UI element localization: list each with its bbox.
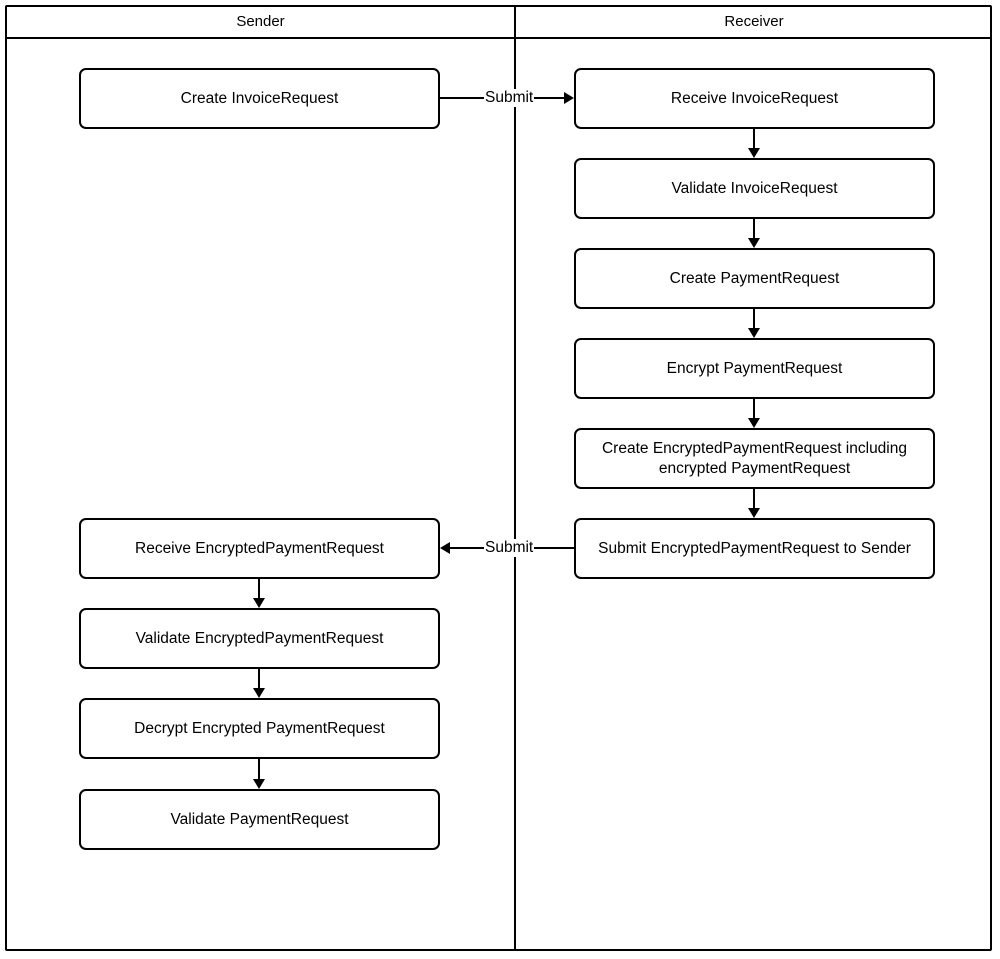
node-create-encryptedpaymentrequest[interactable]: Create EncryptedPaymentRequest including…: [574, 428, 935, 489]
edge-encrypt-to-create-encryptedpaymentrequest-arrowhead: [748, 418, 760, 428]
edge-label-submit-invoicerequest: Submit: [484, 89, 535, 107]
node-validate-invoicerequest[interactable]: Validate InvoiceRequest: [574, 158, 935, 219]
lane-title-sender: Sender: [236, 13, 285, 30]
edge-receive-to-validate-invoicerequest-arrowhead: [748, 148, 760, 158]
node-encrypt-paymentrequest[interactable]: Encrypt PaymentRequest: [574, 338, 935, 399]
edge-validate-invoicerequest-to-create-paymentrequest-line: [753, 219, 755, 240]
node-create-invoicerequest[interactable]: Create InvoiceRequest: [79, 68, 440, 129]
node-receive-encryptedpaymentrequest[interactable]: Receive EncryptedPaymentRequest: [79, 518, 440, 579]
edge-label-submit-encryptedpaymentrequest: Submit: [484, 539, 535, 557]
edge-receive-to-validate-invoicerequest-line: [753, 129, 755, 150]
edge-decrypt-to-validate-paymentrequest-arrowhead: [253, 779, 265, 789]
edge-submit-encryptedpaymentrequest-arrowhead: [440, 542, 450, 554]
edge-validate-to-decrypt-encryptedpaymentrequest-line: [258, 669, 260, 690]
edge-create-to-encrypt-paymentrequest-arrowhead: [748, 328, 760, 338]
edge-submit-invoicerequest-arrowhead: [564, 92, 574, 104]
edge-create-to-encrypt-paymentrequest-line: [753, 309, 755, 330]
node-create-paymentrequest[interactable]: Create PaymentRequest: [574, 248, 935, 309]
node-validate-paymentrequest[interactable]: Validate PaymentRequest: [79, 789, 440, 850]
diagram-border: [5, 5, 992, 951]
edge-validate-invoicerequest-to-create-paymentrequest-arrowhead: [748, 238, 760, 248]
lane-divider: [514, 5, 516, 951]
node-validate-encryptedpaymentrequest[interactable]: Validate EncryptedPaymentRequest: [79, 608, 440, 669]
edge-validate-to-decrypt-encryptedpaymentrequest-arrowhead: [253, 688, 265, 698]
edge-create-encryptedpaymentrequest-to-submit-line: [753, 489, 755, 510]
lane-title-receiver: Receiver: [724, 13, 784, 30]
node-submit-encryptedpaymentrequest-to-sender[interactable]: Submit EncryptedPaymentRequest to Sender: [574, 518, 935, 579]
node-receive-invoicerequest[interactable]: Receive InvoiceRequest: [574, 68, 935, 129]
edge-receive-to-validate-encryptedpaymentrequest-line: [258, 579, 260, 600]
edge-receive-to-validate-encryptedpaymentrequest-arrowhead: [253, 598, 265, 608]
edge-create-encryptedpaymentrequest-to-submit-arrowhead: [748, 508, 760, 518]
node-decrypt-encrypted-paymentrequest[interactable]: Decrypt Encrypted PaymentRequest: [79, 698, 440, 759]
edge-encrypt-to-create-encryptedpaymentrequest-line: [753, 399, 755, 420]
lane-header-rule: [5, 37, 992, 39]
edge-decrypt-to-validate-paymentrequest-line: [258, 759, 260, 781]
